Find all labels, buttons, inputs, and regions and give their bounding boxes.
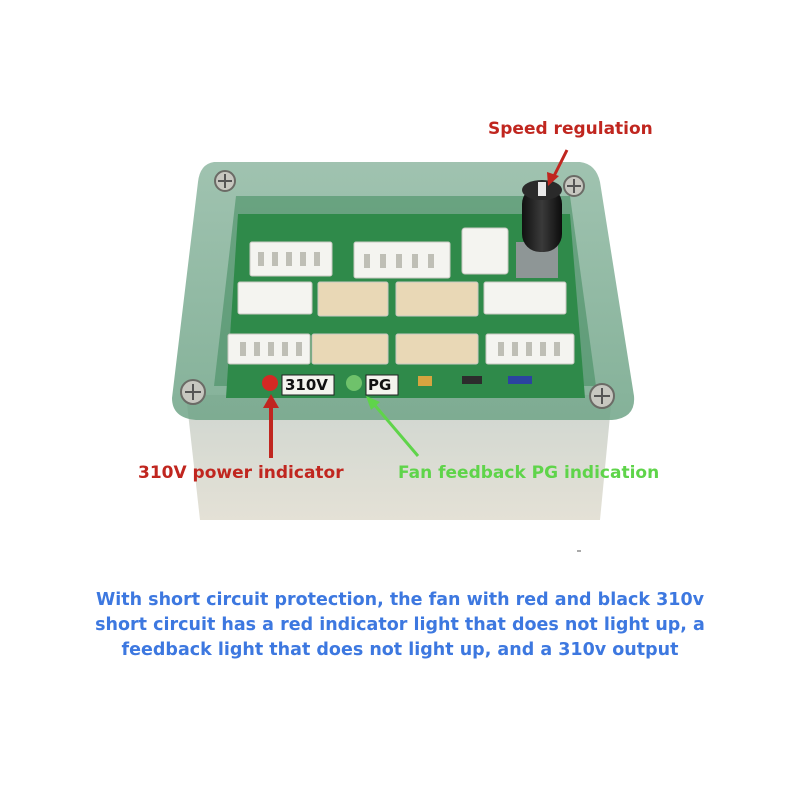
power-indicator-label: 310V power indicator <box>138 463 344 483</box>
description-line-3: feedback light that does not light up, a… <box>121 640 679 660</box>
connector-row-2 <box>237 281 567 317</box>
speed-arrow-icon <box>547 149 569 186</box>
pg-indicator-label: Fan feedback PG indication <box>398 463 660 483</box>
led-310v-icon <box>262 375 278 391</box>
enclosure-body <box>186 395 612 520</box>
product-photo <box>172 149 635 520</box>
description-text: With short circuit protection, the fan w… <box>40 588 760 663</box>
speed-regulation-label: Speed regulation <box>488 119 653 139</box>
connector-row-3 <box>227 333 575 365</box>
description-line-1: With short circuit protection, the fan w… <box>95 590 705 610</box>
pg-arrow-icon <box>366 396 420 457</box>
led-pg-icon <box>346 375 362 391</box>
board-label-pg: PG <box>368 376 392 394</box>
speed-knob-icon <box>516 180 562 278</box>
board-label-310v: 310V <box>285 376 328 394</box>
power-arrow-icon <box>263 394 279 458</box>
description-line-2: short circuit has a red indicator light … <box>95 615 705 635</box>
stray-dot <box>577 550 581 552</box>
